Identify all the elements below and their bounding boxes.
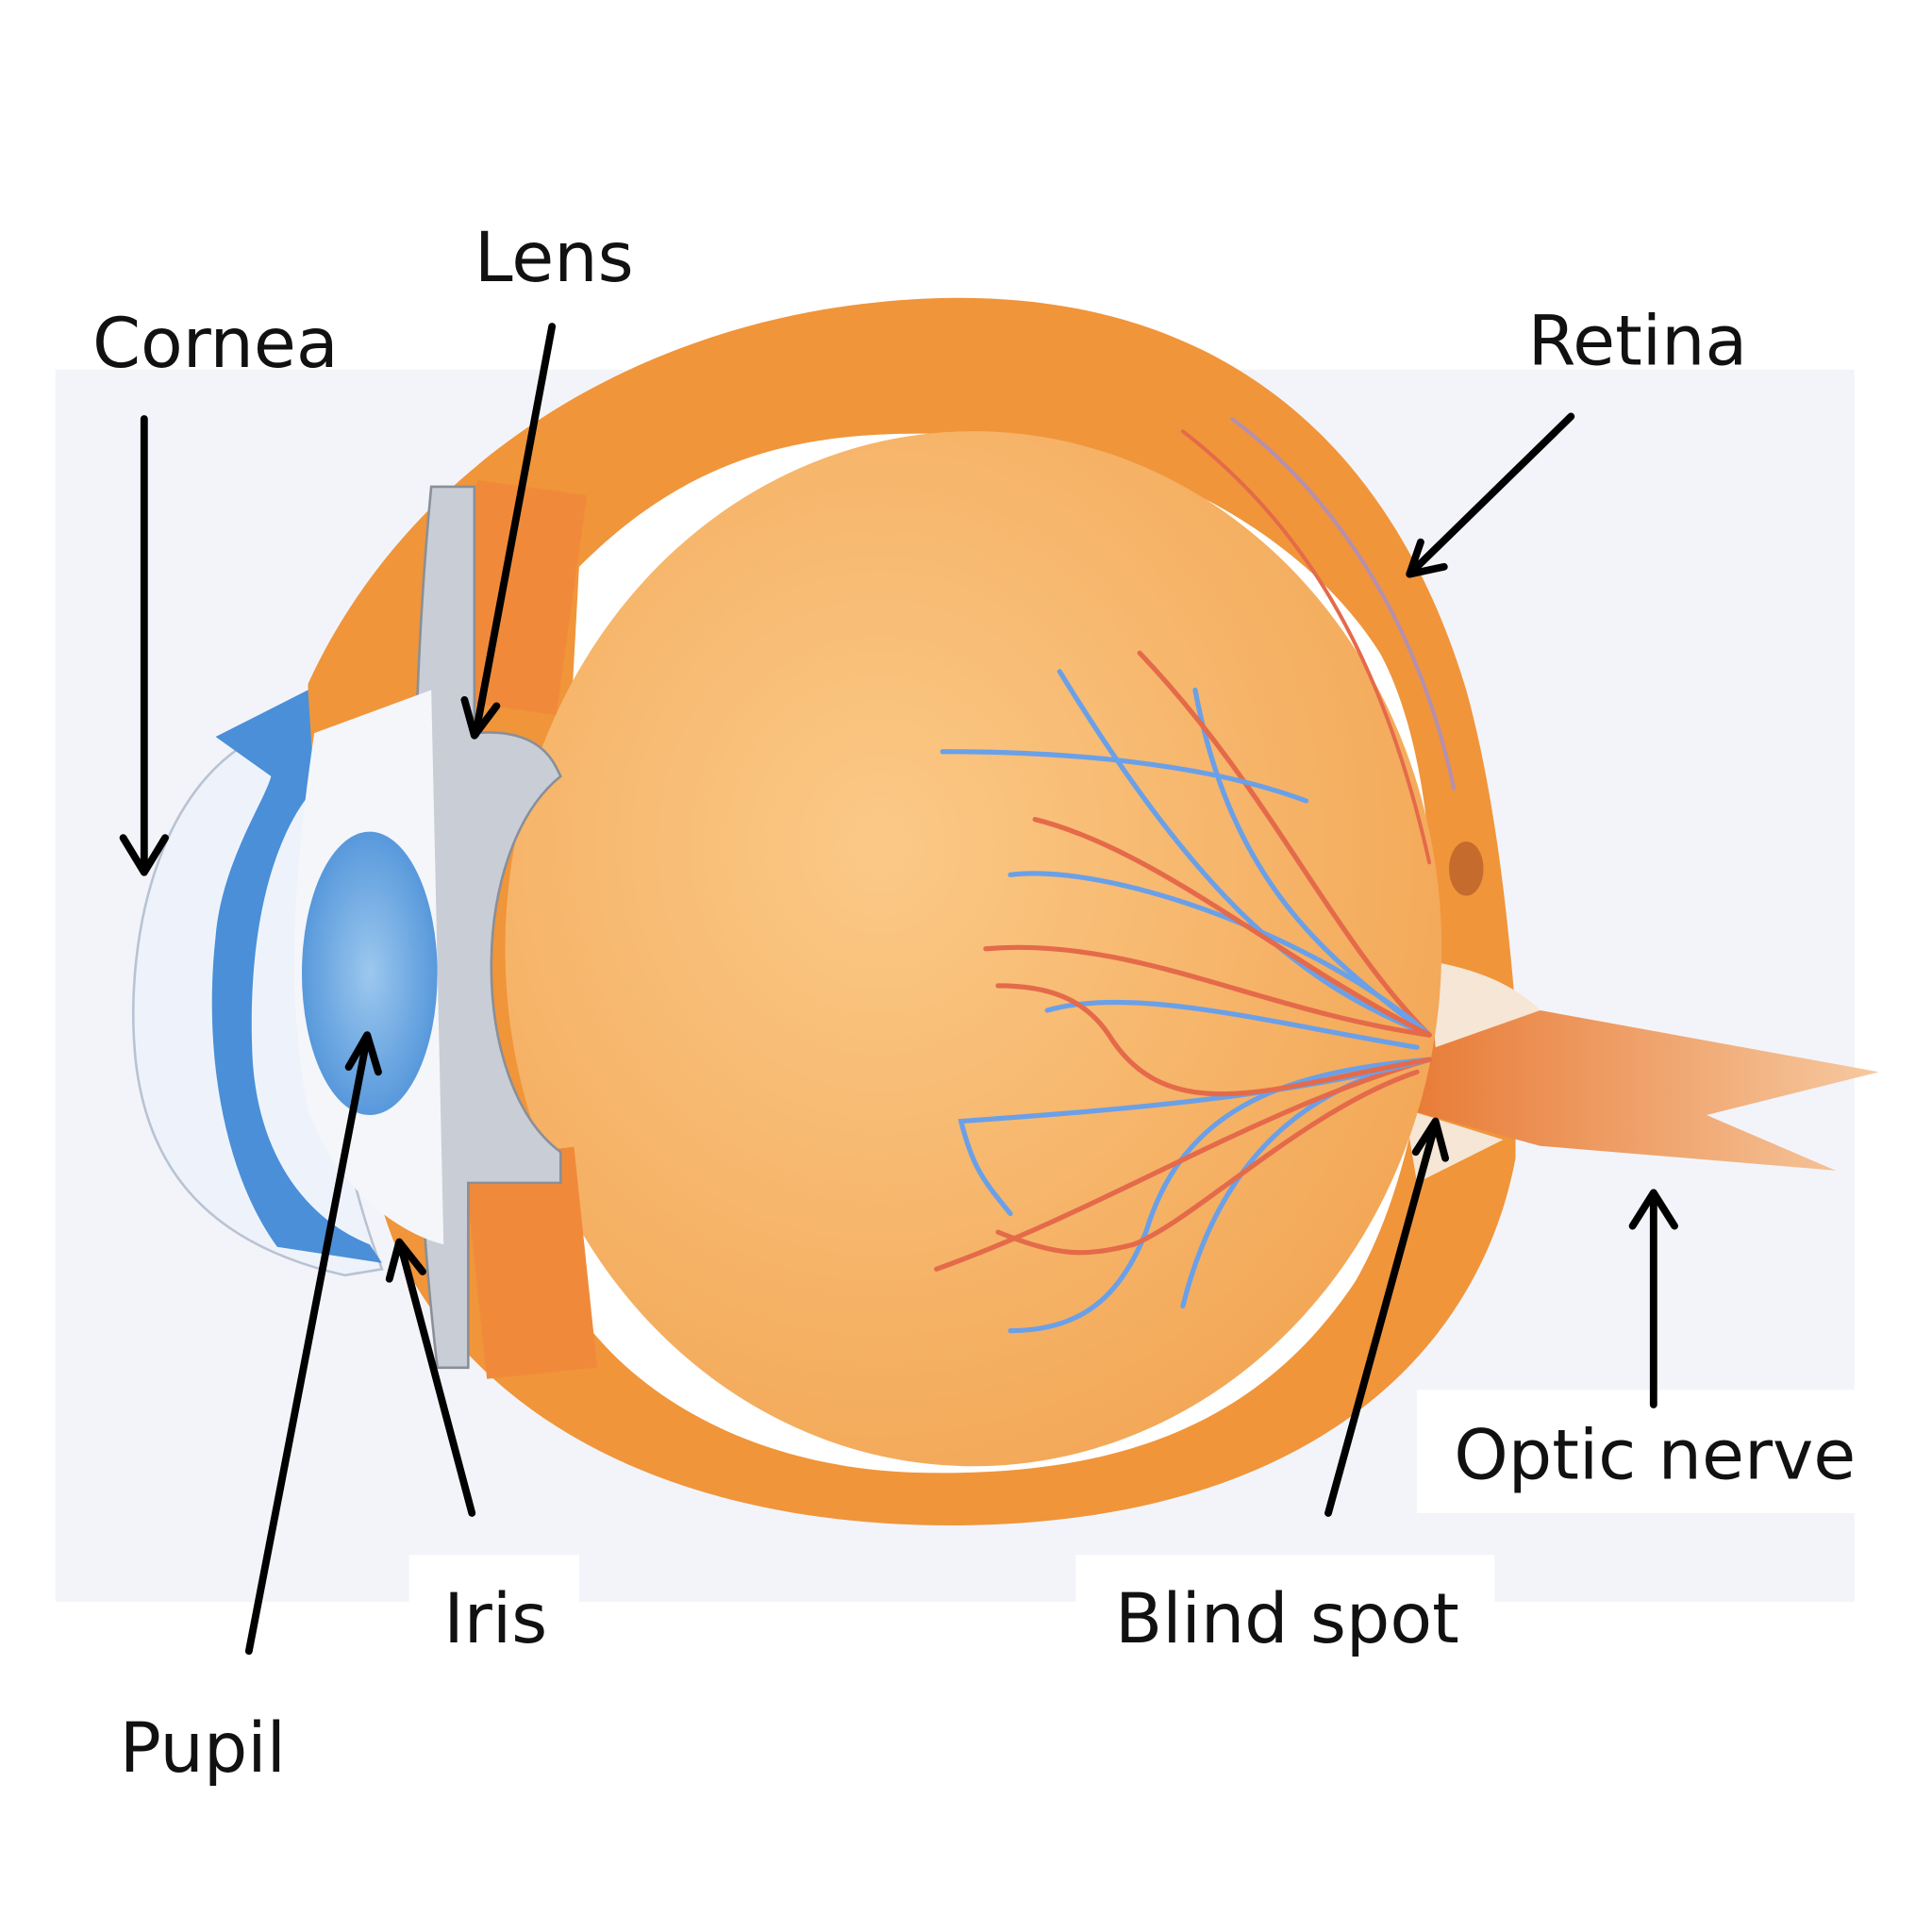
- label-backdrop: [1075, 1555, 1495, 1617]
- label-lens: Lens: [475, 218, 634, 298]
- optic-nerve-arrow: [1628, 1189, 1678, 1408]
- label-backdrop: [408, 1555, 579, 1617]
- label-retina: Retina: [1528, 302, 1748, 382]
- label-iris: Iris: [443, 1579, 547, 1659]
- ciliary-body-bottom: [463, 1146, 598, 1379]
- label-blind-spot: Blind spot: [1115, 1579, 1459, 1659]
- retina-arrow: [1406, 412, 1575, 578]
- blind-spot-arrow: [1324, 1117, 1449, 1517]
- retinal-blood-vessels: [934, 417, 1457, 1334]
- cornea-arrow: [119, 415, 169, 876]
- macula: [1449, 841, 1484, 896]
- ciliary-body-top: [446, 479, 588, 715]
- pupil: [302, 831, 438, 1116]
- label-pupil: Pupil: [120, 1708, 286, 1789]
- vitreous-body: [505, 431, 1442, 1467]
- lens-arrow: [460, 323, 557, 740]
- pupil-arrow: [244, 1031, 382, 1656]
- label-cornea: Cornea: [92, 304, 339, 384]
- label-optic-nerve: Optic nerve: [1454, 1415, 1856, 1495]
- iris-arrow: [385, 1238, 476, 1517]
- label-backdrop: [1417, 1390, 1861, 1513]
- optic-disc: [1429, 960, 1541, 1048]
- iris: [211, 690, 382, 1263]
